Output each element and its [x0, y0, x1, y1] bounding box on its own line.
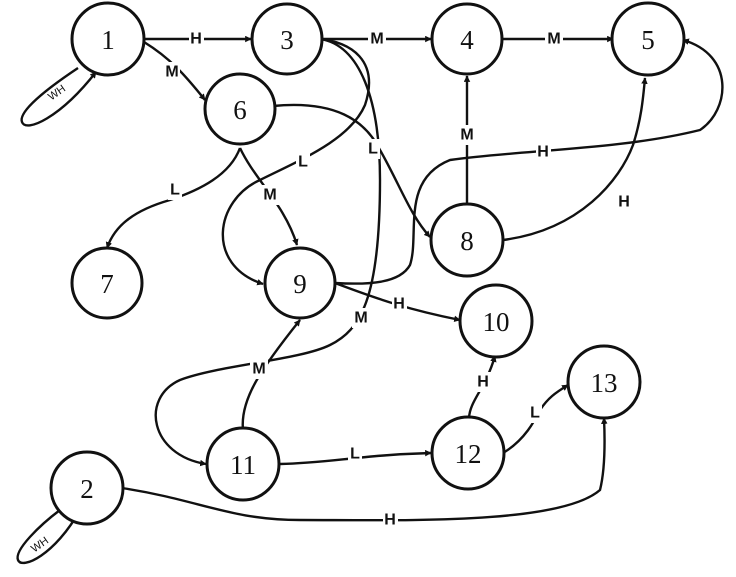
- node-1: 1: [70, 1, 146, 77]
- node-2: 2: [49, 450, 125, 526]
- edge-label-12-10-text: H: [477, 374, 489, 391]
- edge-label-6-9-text: M: [263, 187, 276, 204]
- edge-label-1-6-text: M: [165, 64, 178, 81]
- edge-2-13: [121, 417, 608, 522]
- node-6-label: 6: [233, 95, 247, 125]
- node-12-circle: [430, 415, 506, 491]
- edge-label-8-5-text: H: [618, 194, 630, 211]
- edge-label-3-9: L: [296, 152, 310, 172]
- edge-label-11-12: L: [348, 444, 362, 464]
- edge-labels: WH H M M L M M L: [29, 29, 632, 555]
- node-13: 13: [566, 344, 642, 420]
- edge-11-9: [241, 319, 301, 431]
- edge-label-1-6: M: [164, 62, 180, 82]
- edge-1-1: [20, 67, 97, 127]
- node-4-label: 4: [460, 25, 474, 55]
- edge-label-11-12-text: L: [350, 446, 360, 463]
- edge-12-10: [467, 355, 497, 419]
- edge-label-3-4-text: M: [370, 31, 383, 48]
- edge-9-5: [334, 38, 724, 285]
- node-10: 10: [458, 283, 534, 359]
- edge-label-1-1-text: WH: [46, 83, 68, 103]
- edge-label-6-9: M: [261, 185, 279, 205]
- node-10-circle: [458, 283, 534, 359]
- edge-label-6-8-text: L: [368, 141, 378, 158]
- node-8-circle: [429, 202, 505, 278]
- node-3-label: 3: [280, 25, 294, 55]
- node-13-circle: [566, 344, 642, 420]
- edge-label-1-3: H: [189, 29, 204, 49]
- edge-label-8-5: H: [617, 192, 632, 212]
- nodes: 1 2 3 4 5 6 7 8: [49, 1, 686, 526]
- node-8: 8: [429, 202, 505, 278]
- node-6: 6: [203, 72, 277, 146]
- edge-label-12-10: H: [476, 372, 491, 392]
- edge-label-12-13-text: L: [530, 405, 540, 422]
- node-12: 12: [430, 415, 506, 491]
- node-11: 11: [205, 426, 281, 502]
- edge-label-9-5: H: [536, 142, 551, 162]
- edge-label-11-9: M: [250, 359, 268, 379]
- edge-label-8-4: M: [458, 125, 476, 145]
- edge-11-12: [279, 449, 432, 466]
- node-9: 9: [263, 246, 337, 320]
- edge-label-2-13-text: H: [384, 512, 396, 529]
- node-5-circle: [610, 1, 686, 77]
- edge-label-11-9-text: M: [252, 361, 265, 378]
- node-2-label: 2: [80, 474, 94, 504]
- node-2-circle: [49, 450, 125, 526]
- edge-label-6-8: L: [366, 139, 380, 159]
- node-7-label: 7: [100, 269, 114, 299]
- edge-label-3-4: M: [368, 29, 386, 49]
- edge-label-3-11-text: M: [354, 310, 367, 327]
- node-6-circle: [203, 72, 277, 146]
- edge-label-6-7-text: L: [170, 182, 180, 199]
- edge-3-11: [154, 37, 382, 467]
- edge-label-6-7: L: [168, 180, 182, 200]
- node-9-label: 9: [293, 269, 307, 299]
- edge-label-9-5-text: H: [537, 144, 549, 161]
- edge-label-9-10: H: [392, 294, 407, 314]
- edge-label-9-10-text: H: [393, 296, 405, 313]
- node-7: 7: [70, 246, 144, 320]
- node-8-label: 8: [460, 226, 474, 256]
- node-13-label: 13: [591, 368, 618, 398]
- edge-label-1-1: WH: [46, 83, 68, 103]
- edge-label-4-5-text: M: [547, 31, 560, 48]
- edge-label-1-3-text: H: [190, 31, 202, 48]
- node-3: 3: [250, 2, 324, 76]
- node-9-circle: [263, 246, 337, 320]
- edge-label-12-13: L: [528, 403, 542, 423]
- edge-8-5: [502, 77, 648, 242]
- node-4: 4: [430, 2, 504, 76]
- node-5-label: 5: [641, 25, 655, 55]
- node-3-circle: [250, 2, 324, 76]
- edge-label-4-5: M: [545, 29, 563, 49]
- edge-label-3-11: M: [352, 308, 370, 328]
- node-1-circle: [70, 1, 146, 77]
- edge-2-2: [16, 509, 82, 565]
- node-1-label: 1: [101, 25, 115, 55]
- edge-label-2-13: H: [383, 510, 398, 530]
- node-11-circle: [205, 426, 281, 502]
- node-5: 5: [610, 1, 686, 77]
- node-12-label: 12: [455, 439, 482, 469]
- edge-label-8-4-text: M: [460, 127, 473, 144]
- edge-label-3-9-text: L: [298, 154, 308, 171]
- node-4-circle: [430, 2, 504, 76]
- node-7-circle: [70, 246, 144, 320]
- node-11-label: 11: [230, 450, 256, 480]
- node-10-label: 10: [483, 307, 510, 337]
